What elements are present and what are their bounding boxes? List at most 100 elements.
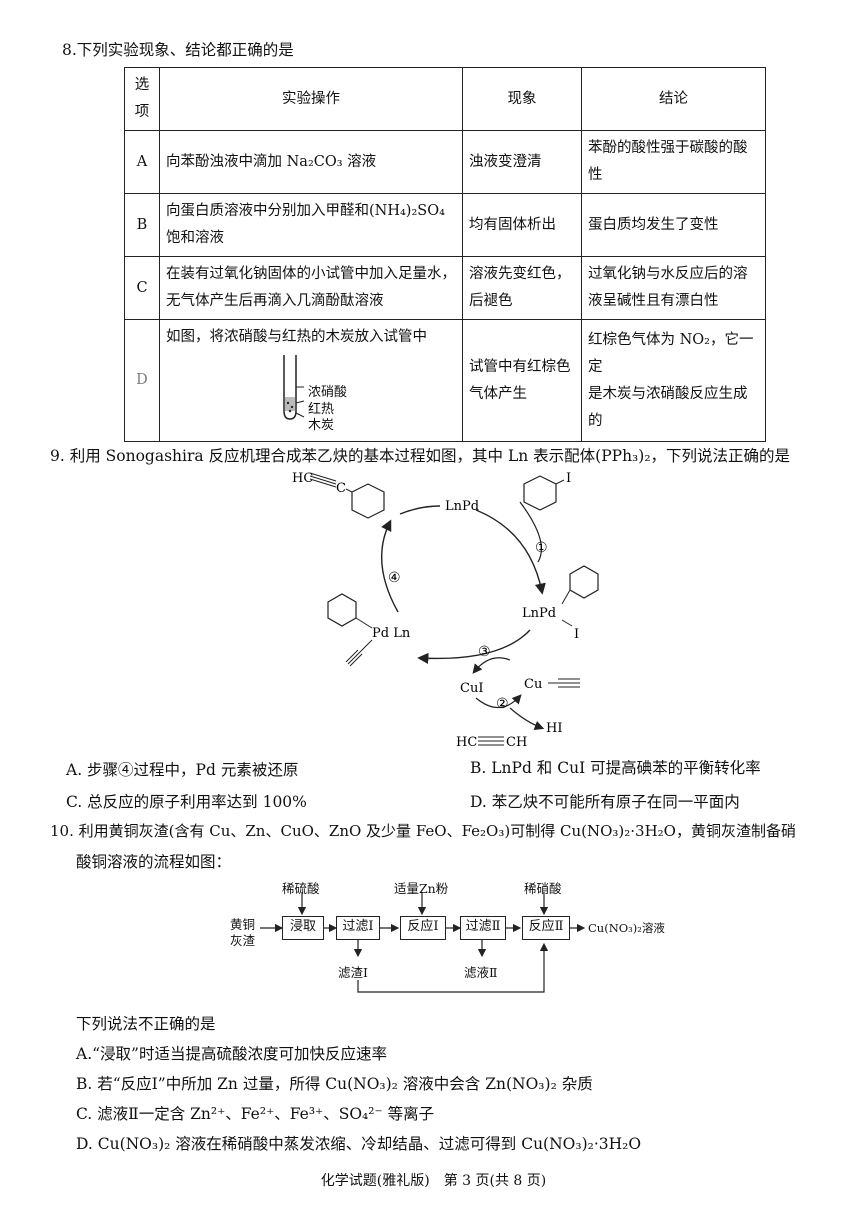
- q9-option-d: D. 苯乙炔不可能所有原子在同一平面内: [470, 793, 740, 811]
- row-operation: 向苯酚浊液中滴加 Na₂CO₃ 溶液: [159, 130, 463, 194]
- acetylene-hc-label: HC: [456, 735, 477, 750]
- iodobenzene-structure: I: [523, 471, 571, 511]
- q10-option-c: C. 滤液Ⅱ一定含 Zn²⁺、Fe²⁺、Fe³⁺、SO₄²⁻ 等离子: [76, 1105, 435, 1123]
- hi-label: HI: [546, 721, 562, 736]
- page-footer: 化学试题(雅礼版) 第 3 页(共 8 页): [320, 1173, 547, 1189]
- conclusion-text: 苯酚的酸性强于碳酸的酸性: [588, 140, 748, 183]
- q10-stem-line2: 酸铜溶液的流程如图：: [76, 853, 232, 871]
- q10-option-d: D. Cu(NO₃)₂ 溶液在稀硝酸中蒸发浓缩、冷却结晶、过滤可得到 Cu(NO…: [76, 1135, 642, 1153]
- conclusion-text-2: 液呈碱性且有漂白性: [588, 293, 719, 309]
- row-conclusion: 红棕色气体为 NO₂，它一定是木炭与浓硝酸反应生成的: [581, 319, 766, 442]
- row-conclusion: 苯酚的酸性强于碳酸的酸性: [581, 130, 766, 194]
- q8-stem: 8.下列实验现象、结论都正确的是: [62, 41, 294, 59]
- phenomenon-text: 溶液先变红色，: [469, 266, 571, 282]
- lnpd-top-label: LnPd: [445, 499, 479, 514]
- q9-option-b: B. LnPd 和 CuI 可提高碘苯的平衡转化率: [470, 759, 761, 777]
- lnpd-right-label: LnPd: [522, 606, 556, 621]
- row-option: A: [124, 130, 160, 194]
- row-operation: 向蛋白质溶液中分别加入甲醛和(NH₄)₂SO₄ 饱和溶液: [159, 193, 463, 257]
- header-phenomenon: 现象: [462, 67, 582, 131]
- table-row: C 在装有过氧化钠固体的小试管中加入足量水， 无气体产生后再滴入几滴酚酞溶液 溶液…: [124, 256, 766, 320]
- operation-text: 向苯酚浊液中滴加 Na₂CO₃ 溶液: [166, 153, 377, 170]
- phenomenon-text-2: 后褪色: [469, 293, 513, 309]
- phenomenon-text: 试管中有红棕色: [469, 358, 571, 375]
- row-phenomenon: 试管中有红棕色气体产生: [462, 319, 582, 442]
- operation-text: 向蛋白质溶液中分别加入甲醛和(NH₄)₂SO₄: [166, 203, 445, 219]
- header-operation: 实验操作: [159, 67, 463, 131]
- step-2-label: ②: [496, 696, 509, 712]
- q10-stem-line1: 10. 利用黄铜灰渣(含有 Cu、Zn、CuO、ZnO 及少量 FeO、Fe₂O…: [50, 822, 796, 840]
- iodine-label: I: [566, 471, 571, 486]
- phenomenon-text-2: 气体产生: [469, 385, 527, 402]
- row-phenomenon: 浊液变澄清: [462, 130, 582, 194]
- step-3-label: ③: [478, 644, 491, 660]
- flow-box-reaction1: 反应Ⅰ: [400, 916, 446, 940]
- tube-label-charcoal: 木炭: [308, 418, 335, 433]
- flow-start-line2: 灰渣: [230, 933, 256, 948]
- q10-option-b: B. 若“反应Ⅰ”中所加 Zn 过量，所得 Cu(NO₃)₂ 溶液中会含 Zn(…: [76, 1075, 593, 1093]
- row-operation: 在装有过氧化钠固体的小试管中加入足量水， 无气体产生后再滴入几滴酚酞溶液: [159, 256, 463, 320]
- flow-box-filter1: 过滤Ⅰ: [336, 916, 380, 940]
- flow-box-reaction2: 反应Ⅱ: [522, 916, 570, 940]
- row-phenomenon: 溶液先变红色， 后褪色: [462, 256, 582, 320]
- test-tube-figure: 浓硝酸 红热 木炭: [166, 351, 456, 433]
- pdln-complex: Pd Ln: [327, 593, 411, 667]
- q10-option-a: A.“浸取”时适当提高硫酸浓度可加快反应速率: [76, 1045, 387, 1063]
- step-4-label: ④: [388, 570, 401, 586]
- q9-option-a: A. 步骤④过程中，Pd 元素被还原: [66, 761, 299, 779]
- q8-table: 选项 实验操作 现象 结论 A 向苯酚浊液中滴加 Na₂CO₃ 溶液 浊液变澄清…: [124, 67, 766, 442]
- table-row: B 向蛋白质溶液中分别加入甲醛和(NH₄)₂SO₄ 饱和溶液 均有固体析出 蛋白质…: [124, 193, 766, 257]
- flow-start-line1: 黄铜: [230, 917, 256, 932]
- pdln-label: Pd Ln: [372, 626, 411, 641]
- q9-option-c: C. 总反应的原子利用率达到 100%: [66, 793, 307, 811]
- row-phenomenon: 均有固体析出: [462, 193, 582, 257]
- flow-box-leach: 浸取: [282, 916, 324, 940]
- header-conclusion: 结论: [581, 67, 766, 131]
- phenomenon-text: 均有固体析出: [469, 216, 556, 233]
- flow-box-filter2: 过滤Ⅱ: [460, 916, 506, 940]
- conclusion-text: 过氧化钠与水反应后的溶: [588, 266, 748, 282]
- operation-text-2: 饱和溶液: [166, 230, 224, 246]
- flow-waste-filtrate2: 滤液Ⅱ: [464, 965, 498, 980]
- row-option: D: [124, 319, 160, 442]
- test-tube-icon: [283, 355, 305, 420]
- flow-reagent-zn: 适量Zn粉: [394, 881, 449, 896]
- conclusion-text-2: 是木炭与浓硝酸反应生成的: [588, 385, 748, 429]
- row-option: B: [124, 193, 160, 257]
- flow-product: Cu(NO₃)₂溶液: [588, 921, 665, 935]
- tube-label-acid: 浓硝酸: [308, 385, 348, 400]
- option-letter: D: [136, 372, 148, 388]
- sonogashira-cycle-diagram: HC C LnPd I ① ④ LnPd I Pd Ln ③ Cu: [292, 471, 599, 750]
- flowchart-arrows: [260, 892, 586, 993]
- cui-label: CuI: [460, 681, 483, 696]
- operation-text: 在装有过氧化钠固体的小试管中加入足量水，: [166, 266, 456, 282]
- conclusion-text: 蛋白质均发生了变性: [588, 216, 719, 233]
- flow-reagent-sulfuric: 稀硫酸: [282, 881, 320, 896]
- row-operation: 如图，将浓硝酸与红热的木炭放入试管中 浓硝酸 红热 木炭: [159, 319, 463, 442]
- lnpd-phenyl-iodide: LnPd I: [522, 565, 599, 642]
- table-row: D 如图，将浓硝酸与红热的木炭放入试管中 浓硝酸 红热 木炭 试管中有红棕色气体…: [124, 319, 766, 442]
- row-option: C: [124, 256, 160, 320]
- q10-lead: 下列说法不正确的是: [76, 1015, 216, 1033]
- table-row: A 向苯酚浊液中滴加 Na₂CO₃ 溶液 浊液变澄清 苯酚的酸性强于碳酸的酸性: [124, 130, 766, 194]
- iodine-right-label: I: [574, 627, 579, 642]
- conclusion-text: 红棕色气体为 NO₂，它一定: [588, 331, 754, 375]
- q9-stem: 9. 利用 Sonogashira 反应机理合成苯乙炔的基本过程如图，其中 Ln…: [50, 447, 791, 465]
- c-label: C: [336, 481, 346, 496]
- operation-text: 如图，将浓硝酸与红热的木炭放入试管中: [166, 329, 427, 345]
- operation-text-2: 无气体产生后再滴入几滴酚酞溶液: [166, 293, 384, 309]
- table-header-row: 选项 实验操作 现象 结论: [124, 67, 766, 131]
- header-option: 选项: [124, 67, 160, 131]
- hc-label: HC: [292, 471, 313, 486]
- cu-label: Cu: [524, 677, 542, 692]
- phenomenon-text: 浊液变澄清: [469, 153, 542, 170]
- tube-label-hot: 红热: [308, 402, 335, 417]
- phenylacetylene-structure: HC C: [292, 471, 385, 519]
- row-conclusion: 蛋白质均发生了变性: [581, 193, 766, 257]
- q10-flowchart: 黄铜 灰渣 稀硫酸 适量Zn粉 稀硝酸 浸取 过滤Ⅰ 反应Ⅰ 过滤Ⅱ 反应Ⅱ C…: [220, 874, 700, 1004]
- flow-waste-residue1: 滤渣Ⅰ: [338, 965, 368, 980]
- row-conclusion: 过氧化钠与水反应后的溶液呈碱性且有漂白性: [581, 256, 766, 320]
- step-1-label: ①: [535, 540, 548, 556]
- acetylene-ch-label: CH: [506, 735, 527, 750]
- flow-reagent-nitric: 稀硝酸: [524, 881, 562, 896]
